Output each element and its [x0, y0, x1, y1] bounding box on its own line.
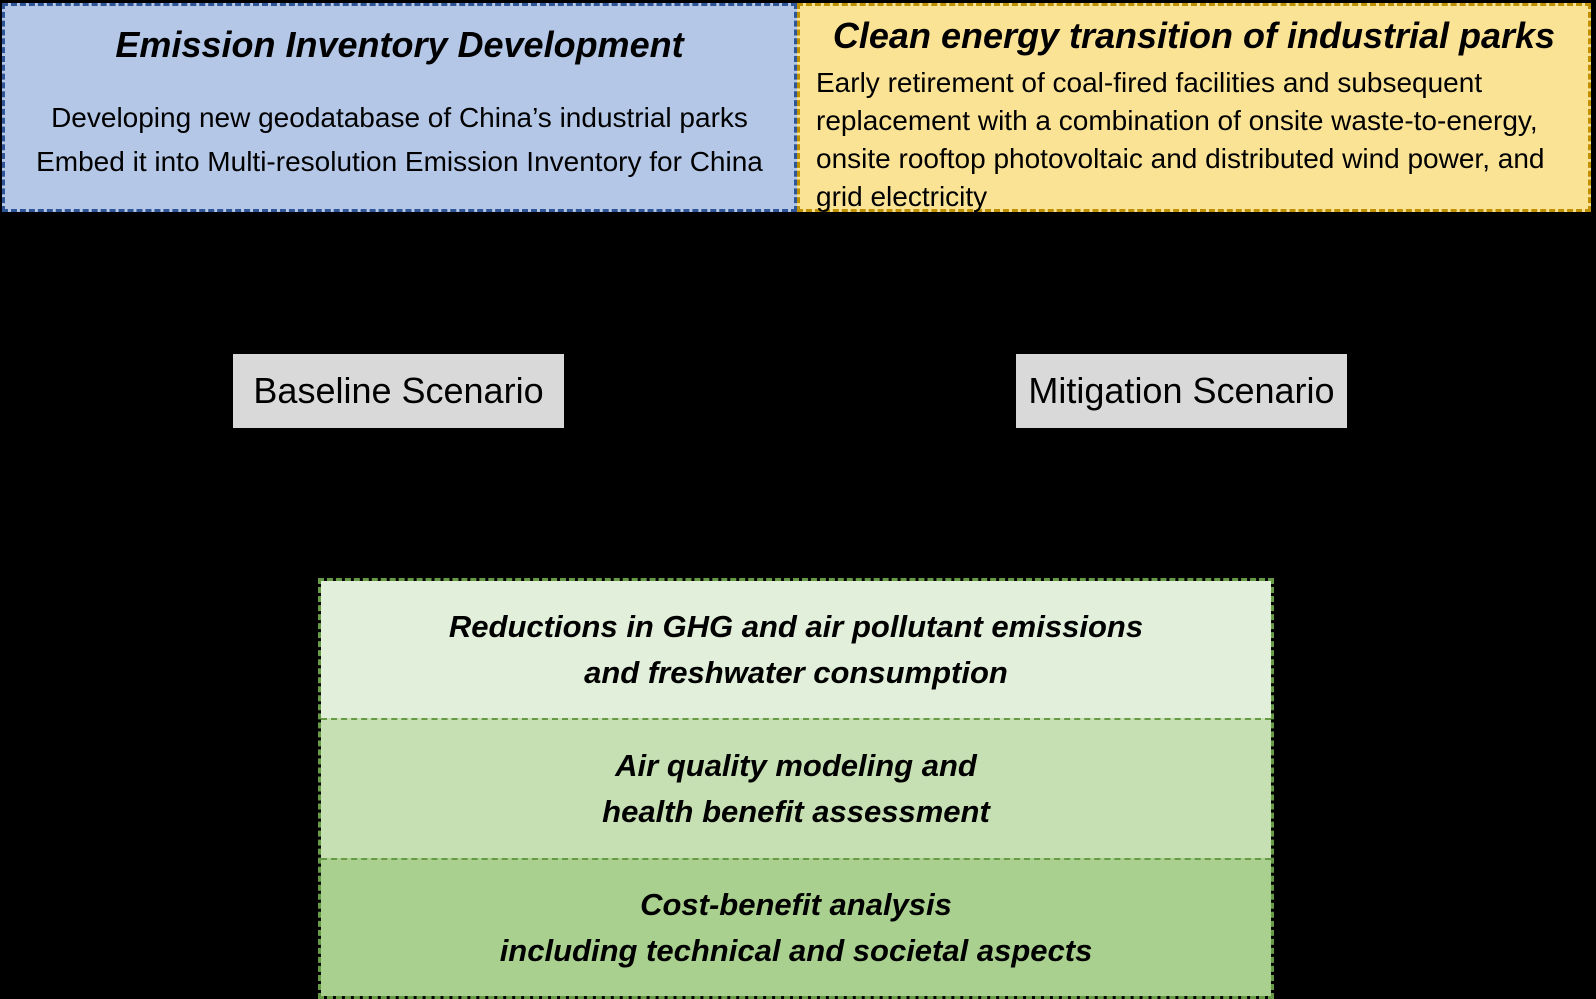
outcome-cost-benefit-line-1: Cost-benefit analysis [640, 887, 952, 922]
emission-inventory-box: Emission Inventory Development Developin… [2, 3, 797, 212]
emission-inventory-title: Emission Inventory Development [115, 24, 684, 65]
outcome-emissions-reduction: Reductions in GHG and air pollutant emis… [321, 581, 1271, 718]
baseline-scenario-box: Baseline Scenario [233, 354, 564, 428]
mitigation-scenario-box: Mitigation Scenario [1016, 354, 1347, 428]
emission-inventory-line-2: Embed it into Multi-resolution Emission … [36, 146, 763, 177]
outcome-air-quality-line-2: health benefit assessment [602, 794, 990, 829]
outcomes-box: Reductions in GHG and air pollutant emis… [318, 578, 1274, 999]
emission-inventory-body: Developing new geodatabase of China’s in… [5, 96, 794, 184]
outcome-cost-benefit: Cost-benefit analysis including technica… [321, 858, 1271, 996]
outcome-emissions-line-2: and freshwater consumption [584, 654, 1008, 690]
clean-energy-box: Clean energy transition of industrial pa… [797, 3, 1591, 212]
outcome-air-quality-line-1: Air quality modeling and [615, 748, 977, 783]
outcome-emissions-line-1: Reductions in GHG and air pollutant emis… [448, 608, 1144, 644]
clean-energy-title: Clean energy transition of industrial pa… [832, 15, 1556, 56]
clean-energy-body: Early retirement of coal-fired facilitie… [816, 67, 1545, 212]
emission-inventory-line-1: Developing new geodatabase of China’s in… [51, 102, 748, 133]
outcome-cost-benefit-line-2: including technical and societal aspects [499, 933, 1093, 968]
outcome-air-quality: Air quality modeling and health benefit … [321, 718, 1271, 858]
